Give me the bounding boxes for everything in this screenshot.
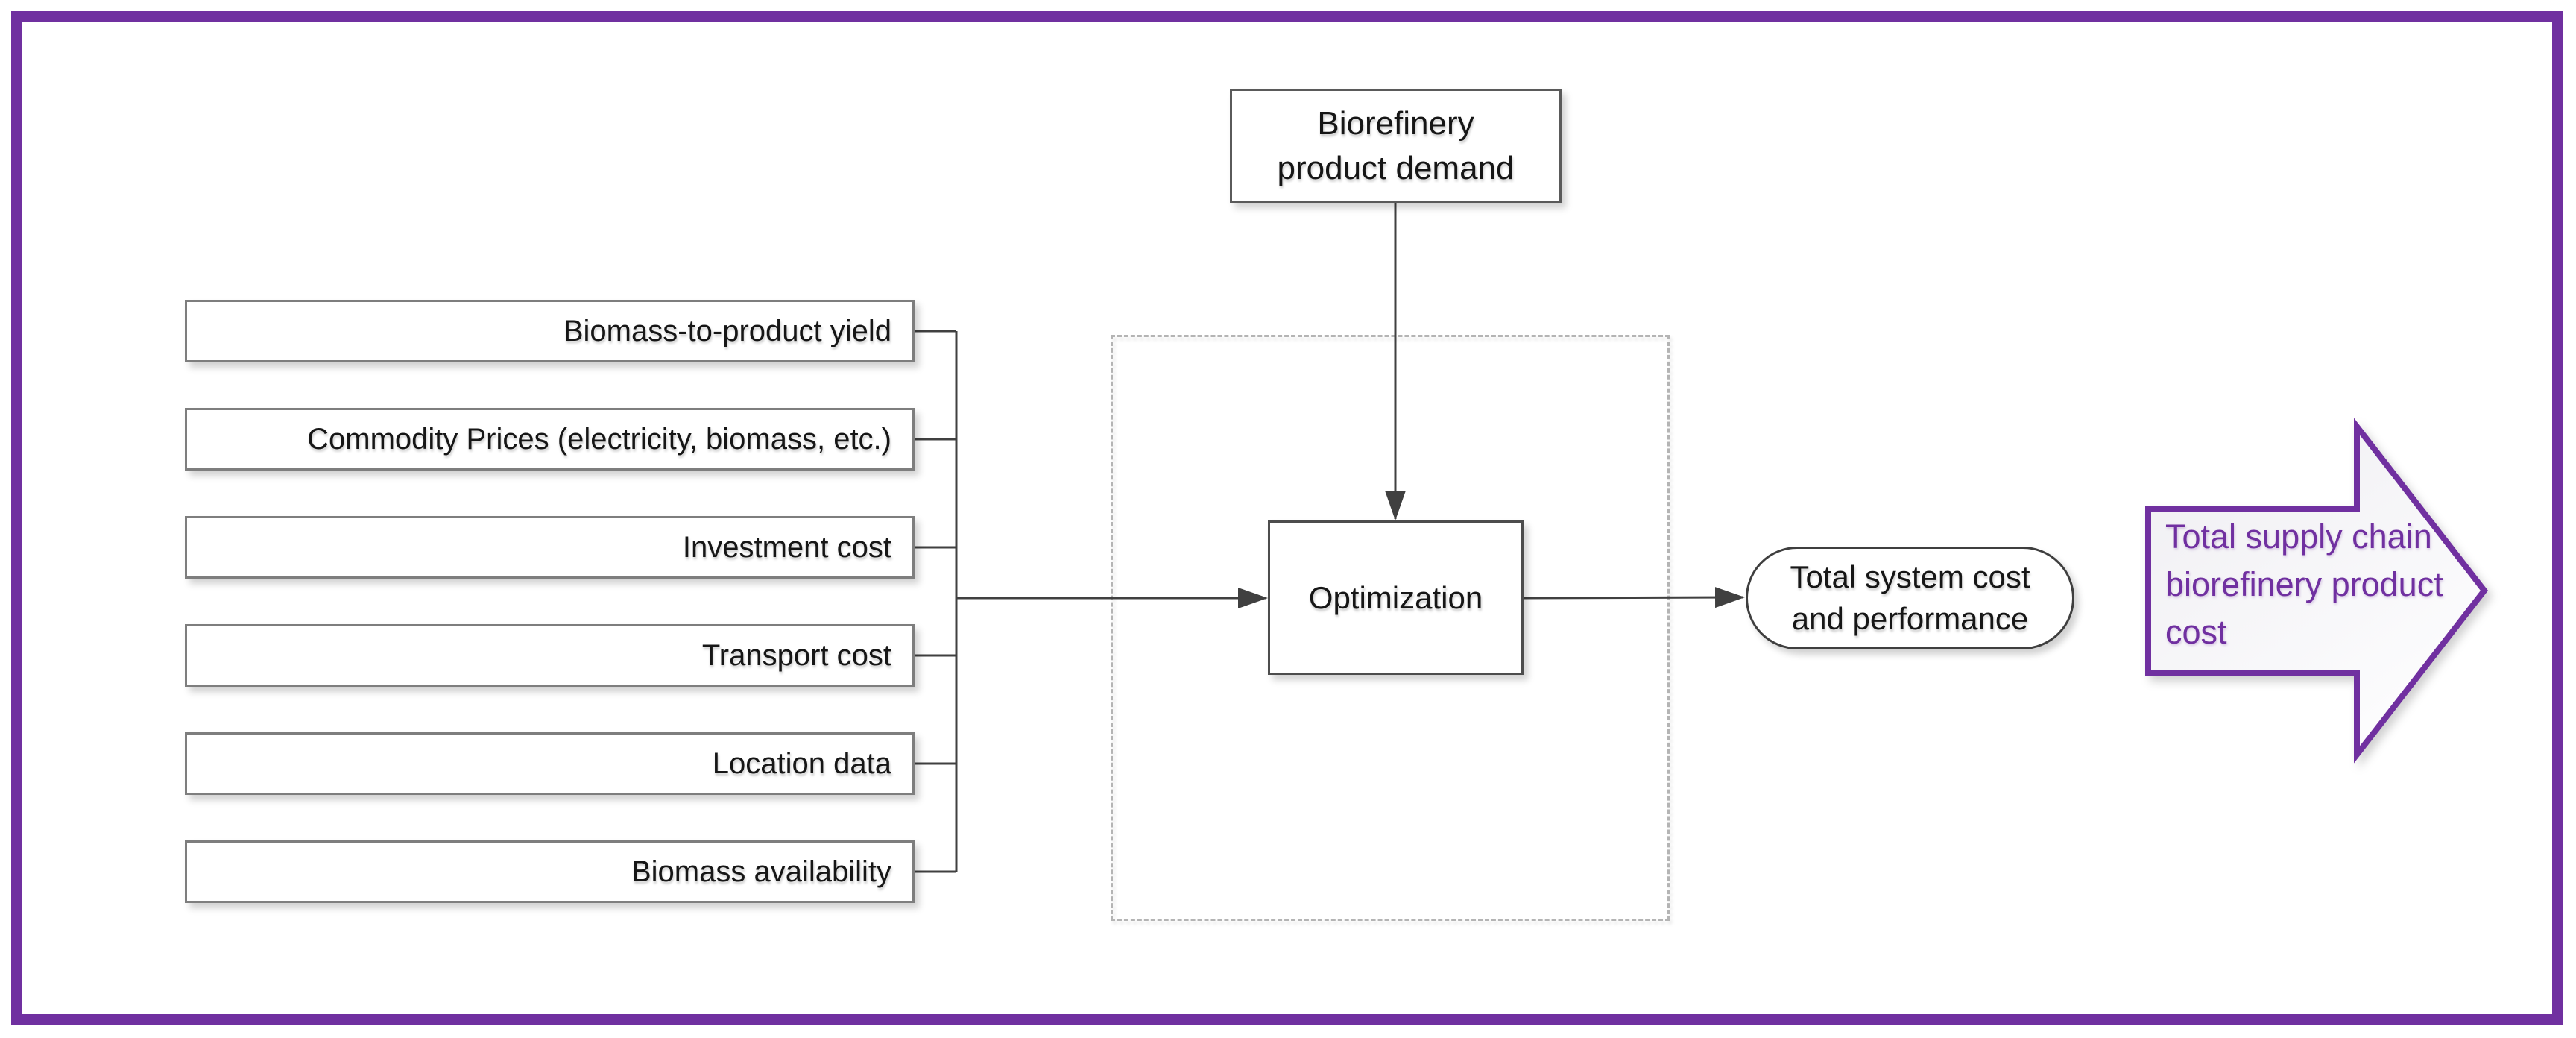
- input-box-label: Investment cost: [682, 530, 891, 564]
- input-box-commodity-prices: Commodity Prices (electricity, biomass, …: [185, 408, 915, 471]
- input-box-location-data: Location data: [185, 732, 915, 795]
- input-box-label: Commodity Prices (electricity, biomass, …: [307, 422, 891, 456]
- biorefinery-product-demand-box: Biorefinery product demand: [1230, 89, 1562, 203]
- input-box-biomass-availability: Biomass availability: [185, 840, 915, 903]
- result-arrow-label: Total supply chain biorefinery product c…: [2165, 513, 2478, 656]
- output-pill-line-1: Total system cost: [1790, 559, 2030, 594]
- demand-box-line-1: Biorefinery: [1317, 104, 1474, 142]
- result-arrow-line-1: Total supply chain: [2165, 518, 2432, 556]
- input-box-label: Biomass availability: [631, 855, 891, 888]
- input-box-label: Location data: [712, 746, 891, 780]
- input-box-biomass-to-product-yield: Biomass-to-product yield: [185, 300, 915, 362]
- optimization-box: Optimization: [1268, 520, 1524, 675]
- optimization-boundary-dashed-box: [1111, 335, 1670, 921]
- input-box-transport-cost: Transport cost: [185, 624, 915, 687]
- result-arrow-polygon: [2145, 418, 2489, 764]
- connector-arrow-optimization-to-output: [1523, 587, 1745, 608]
- total-system-cost-pill: Total system cost and performance: [1746, 547, 2074, 649]
- result-arrow-line-2: biorefinery product: [2165, 565, 2443, 603]
- input-box-label: Biomass-to-product yield: [563, 314, 891, 347]
- input-box-investment-cost: Investment cost: [185, 516, 915, 579]
- result-arrow-line-3: cost: [2165, 613, 2227, 651]
- demand-box-line-2: product demand: [1277, 149, 1515, 186]
- input-box-label: Transport cost: [701, 638, 891, 672]
- optimization-box-label: Optimization: [1308, 579, 1483, 615]
- output-pill-line-2: and performance: [1791, 601, 2029, 636]
